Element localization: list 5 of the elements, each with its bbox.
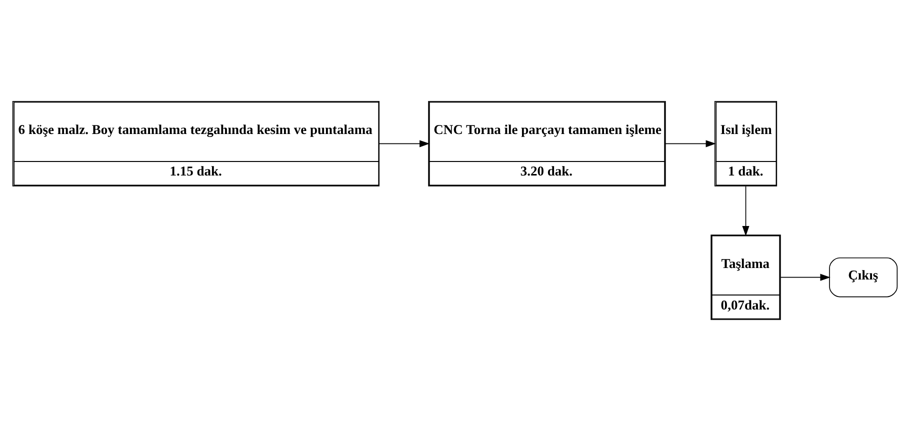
arrow: [378, 140, 430, 148]
arrow: [780, 274, 830, 281]
node-box: Çıkış: [829, 257, 898, 298]
arrow: [665, 140, 716, 148]
arrow: [742, 186, 750, 236]
